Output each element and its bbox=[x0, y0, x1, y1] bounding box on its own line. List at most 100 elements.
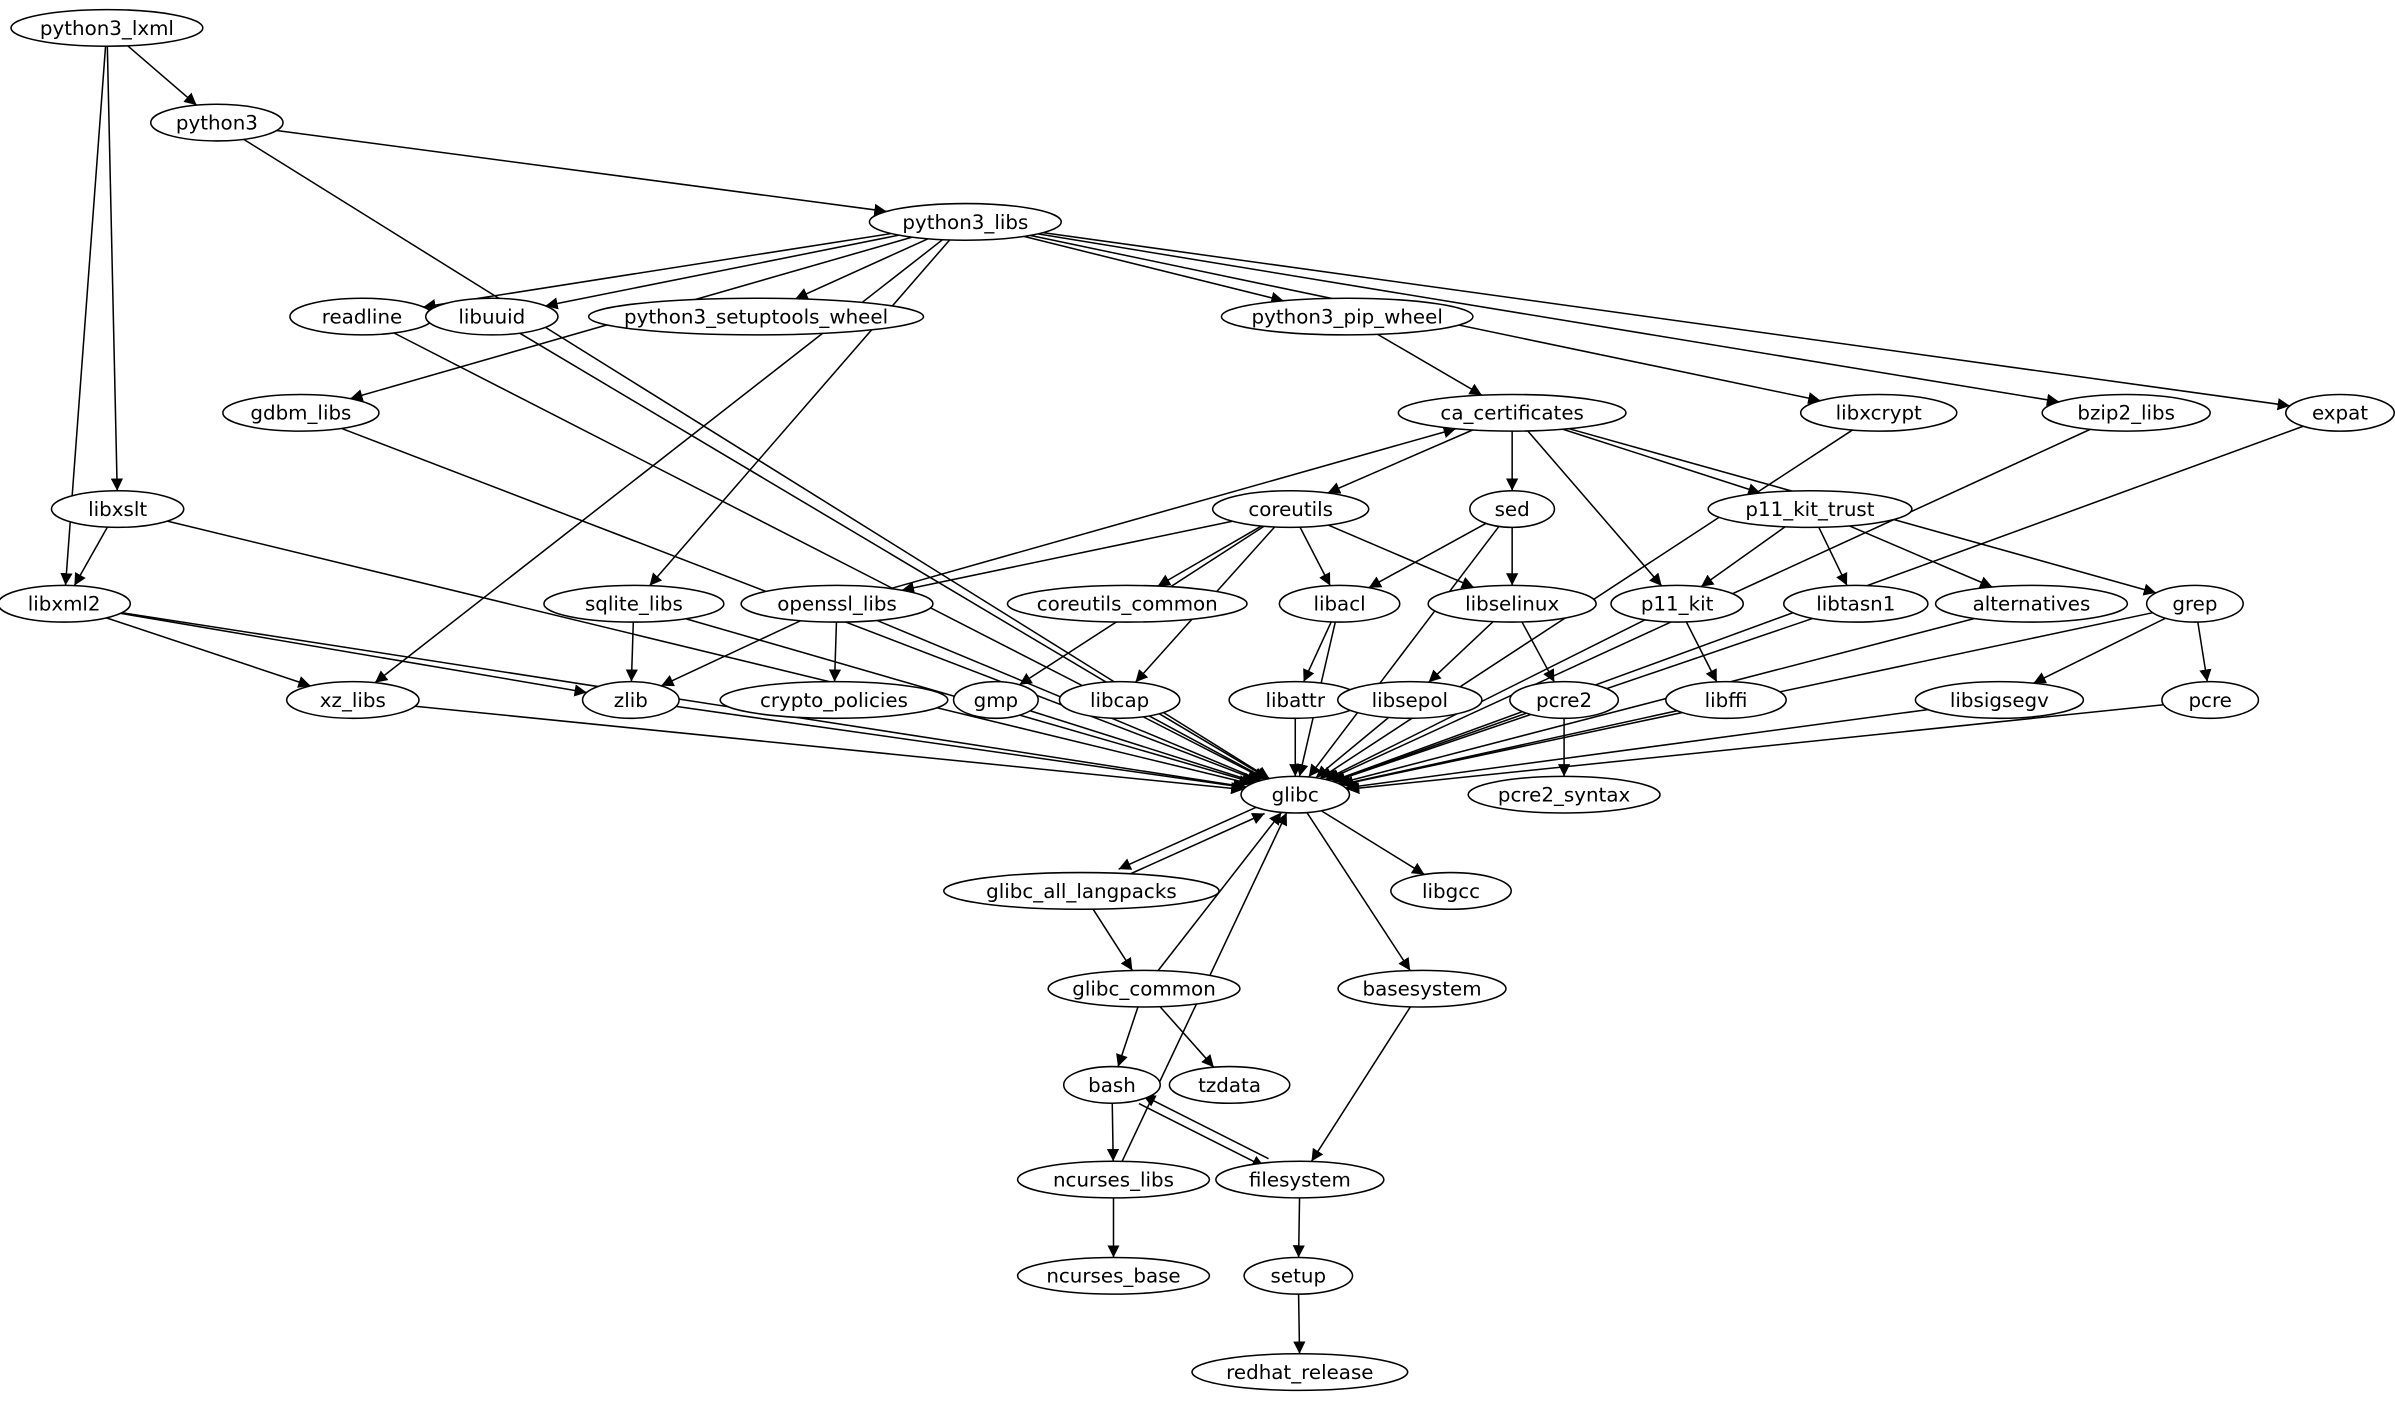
node-python3_setuptools_wheel[interactable]: python3_setuptools_wheel bbox=[587, 297, 925, 336]
node-python3[interactable]: python3 bbox=[149, 103, 284, 142]
node-ellipse bbox=[222, 393, 380, 432]
node-redhat_release[interactable]: redhat_release bbox=[1191, 1352, 1409, 1392]
node-glibc_common[interactable]: glibc_common bbox=[1047, 969, 1241, 1008]
node-coreutils[interactable]: coreutils bbox=[1211, 489, 1370, 529]
node-ellipse bbox=[1278, 584, 1401, 623]
node-label: libuuid bbox=[458, 305, 525, 328]
node-ellipse bbox=[1047, 969, 1241, 1008]
edge-libselinux-to-libsepol bbox=[1428, 621, 1494, 683]
node-ellipse bbox=[1220, 297, 1474, 336]
node-label: libxcrypt bbox=[1836, 402, 1922, 425]
node-label: crypto_policies bbox=[760, 689, 908, 712]
node-ellipse bbox=[0, 584, 132, 623]
node-pcre2_syntax[interactable]: pcre2_syntax bbox=[1467, 775, 1661, 814]
edge-python3_libs-to-expat bbox=[1042, 231, 2290, 411]
node-label: libcap bbox=[1090, 689, 1149, 712]
node-libtasn1[interactable]: libtasn1 bbox=[1782, 584, 1929, 623]
node-coreutils_common[interactable]: coreutils_common bbox=[1006, 584, 1248, 623]
node-zlib[interactable]: zlib bbox=[581, 680, 680, 720]
node-bash[interactable]: bash bbox=[1062, 1065, 1161, 1104]
node-python3_pip_wheel[interactable]: python3_pip_wheel bbox=[1220, 297, 1474, 336]
node-ca_certificates[interactable]: ca_certificates bbox=[1397, 393, 1627, 432]
node-ncurses_libs[interactable]: ncurses_libs bbox=[1016, 1160, 1211, 1199]
node-label: libsepol bbox=[1372, 689, 1448, 712]
node-label: filesystem bbox=[1249, 1168, 1351, 1191]
node-libffi[interactable]: libffi bbox=[1665, 680, 1787, 720]
edge-libxslt-to-libxml2 bbox=[73, 526, 109, 587]
node-crypto_policies[interactable]: crypto_policies bbox=[719, 680, 949, 720]
edge-libacl-to-libattr bbox=[1302, 621, 1332, 683]
node-label: python3_lxml bbox=[40, 17, 174, 40]
node-libxcrypt[interactable]: libxcrypt bbox=[1799, 393, 1958, 432]
edge-basesystem-to-filesystem bbox=[1310, 1006, 1412, 1162]
node-ellipse bbox=[581, 680, 680, 720]
edge-openssl_libs-to-zlib bbox=[660, 620, 802, 687]
node-libcap[interactable]: libcap bbox=[1058, 680, 1181, 720]
node-libgcc[interactable]: libgcc bbox=[1390, 871, 1512, 910]
edge-p11_kit-to-glibc bbox=[1325, 619, 1646, 781]
node-filesystem[interactable]: filesystem bbox=[1215, 1160, 1385, 1199]
node-ellipse bbox=[1058, 680, 1181, 720]
node-label: redhat_release bbox=[1226, 1361, 1373, 1384]
node-label: pcre bbox=[2188, 689, 2231, 712]
edge-alternatives-to-glibc bbox=[1338, 617, 1975, 787]
edge-openssl_libs-to-crypto_policies bbox=[828, 622, 842, 682]
node-ellipse bbox=[1240, 775, 1351, 814]
node-ellipse bbox=[740, 584, 934, 623]
edge-p11_kit-to-libffi bbox=[1685, 621, 1718, 683]
node-xz_libs[interactable]: xz_libs bbox=[285, 680, 420, 720]
node-ellipse bbox=[1336, 680, 1483, 720]
edge-python3_pip_wheel-to-ca_certificates bbox=[1377, 333, 1483, 396]
node-libxslt[interactable]: libxslt bbox=[50, 489, 185, 529]
node-glibc_all_langpacks[interactable]: glibc_all_langpacks bbox=[943, 871, 1220, 910]
node-grep[interactable]: grep bbox=[2145, 584, 2244, 623]
node-pcre[interactable]: pcre bbox=[2161, 680, 2260, 720]
node-libsigsegv[interactable]: libsigsegv bbox=[1914, 680, 2085, 720]
edge-openssl_libs-to-ca_certificates bbox=[890, 426, 1457, 590]
node-gmp[interactable]: gmp bbox=[952, 680, 1039, 720]
node-label: libxml2 bbox=[28, 593, 101, 616]
node-ncurses_base[interactable]: ncurses_base bbox=[1016, 1256, 1211, 1295]
node-label: python3_pip_wheel bbox=[1252, 305, 1443, 328]
node-setup[interactable]: setup bbox=[1243, 1256, 1354, 1295]
node-python3_lxml[interactable]: python3_lxml bbox=[10, 8, 204, 47]
node-p11_kit_trust[interactable]: p11_kit_trust bbox=[1707, 489, 1913, 529]
node-libxml2[interactable]: libxml2 bbox=[0, 584, 132, 623]
node-bzip2_libs[interactable]: bzip2_libs bbox=[2041, 393, 2211, 432]
node-label: python3 bbox=[176, 111, 258, 134]
node-ellipse bbox=[2161, 680, 2260, 720]
node-libuuid[interactable]: libuuid bbox=[424, 297, 559, 336]
node-label: ncurses_base bbox=[1046, 1265, 1180, 1288]
edge-glibc_common-to-bash bbox=[1116, 1006, 1139, 1067]
node-libselinux[interactable]: libselinux bbox=[1427, 584, 1597, 623]
edge-setup-to-redhat_release bbox=[1293, 1294, 1306, 1354]
node-ellipse bbox=[1243, 1256, 1354, 1295]
node-basesystem[interactable]: basesystem bbox=[1337, 969, 1507, 1008]
edge-python3_libs-to-python3_pip_wheel bbox=[1023, 235, 1284, 304]
node-expat[interactable]: expat bbox=[2285, 393, 2395, 432]
node-alternatives[interactable]: alternatives bbox=[1934, 584, 2129, 623]
node-label: xz_libs bbox=[320, 689, 386, 712]
node-openssl_libs[interactable]: openssl_libs bbox=[740, 584, 934, 623]
node-glibc[interactable]: glibc bbox=[1240, 775, 1351, 814]
edge-glibc-to-libgcc bbox=[1320, 810, 1425, 876]
node-libsepol[interactable]: libsepol bbox=[1336, 680, 1483, 720]
node-pcre2[interactable]: pcre2 bbox=[1509, 680, 1620, 720]
node-libattr[interactable]: libattr bbox=[1228, 680, 1363, 720]
node-ellipse bbox=[1215, 1160, 1385, 1199]
node-gdbm_libs[interactable]: gdbm_libs bbox=[222, 393, 380, 432]
node-sqlite_libs[interactable]: sqlite_libs bbox=[543, 584, 725, 623]
node-ellipse bbox=[1665, 680, 1787, 720]
node-ellipse bbox=[424, 297, 559, 336]
node-ellipse bbox=[1509, 680, 1620, 720]
node-ellipse bbox=[2285, 393, 2395, 432]
node-label: bzip2_libs bbox=[2077, 402, 2175, 425]
node-label: zlib bbox=[614, 689, 648, 712]
node-tzdata[interactable]: tzdata bbox=[1168, 1065, 1291, 1104]
node-libacl[interactable]: libacl bbox=[1278, 584, 1401, 623]
node-p11_kit[interactable]: p11_kit bbox=[1610, 584, 1745, 623]
node-sed[interactable]: sed bbox=[1469, 489, 1556, 529]
node-python3_libs[interactable]: python3_libs bbox=[868, 202, 1063, 241]
node-readline[interactable]: readline bbox=[289, 297, 435, 336]
